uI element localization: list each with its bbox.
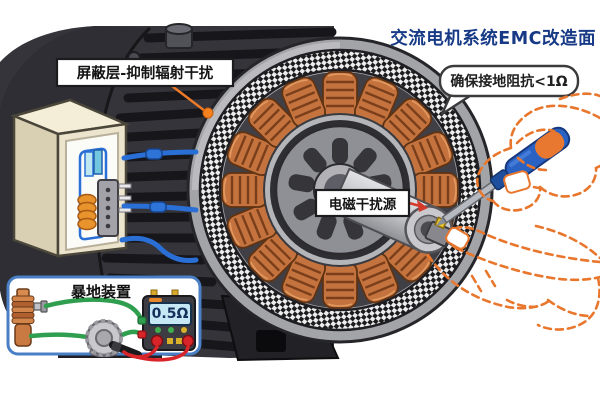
shield-label-leader [171,85,214,119]
multimeter [122,289,196,362]
wire-connector [145,148,163,160]
wire-connector [149,201,167,213]
meter-display [148,302,192,326]
fingernail [503,170,531,194]
lifting-lug [165,23,193,49]
meter-port-green [137,316,147,325]
emi-label-box [314,188,411,218]
inductor-coil [77,193,97,231]
emc-filter-box [10,98,132,258]
upper-hand [476,92,600,260]
ground-clamp [85,319,142,359]
fingernail [445,226,470,250]
grounding-rod [11,288,48,347]
grounding-inset [6,275,202,362]
emi-arrow [408,200,428,212]
shield-label-box [55,57,235,88]
handle-stripe [534,131,565,159]
capacitor [84,151,94,177]
speech-bubble-shape [438,64,580,116]
test-leads [122,345,190,362]
meter-port-red [137,330,147,339]
filter-circuit [77,147,132,241]
